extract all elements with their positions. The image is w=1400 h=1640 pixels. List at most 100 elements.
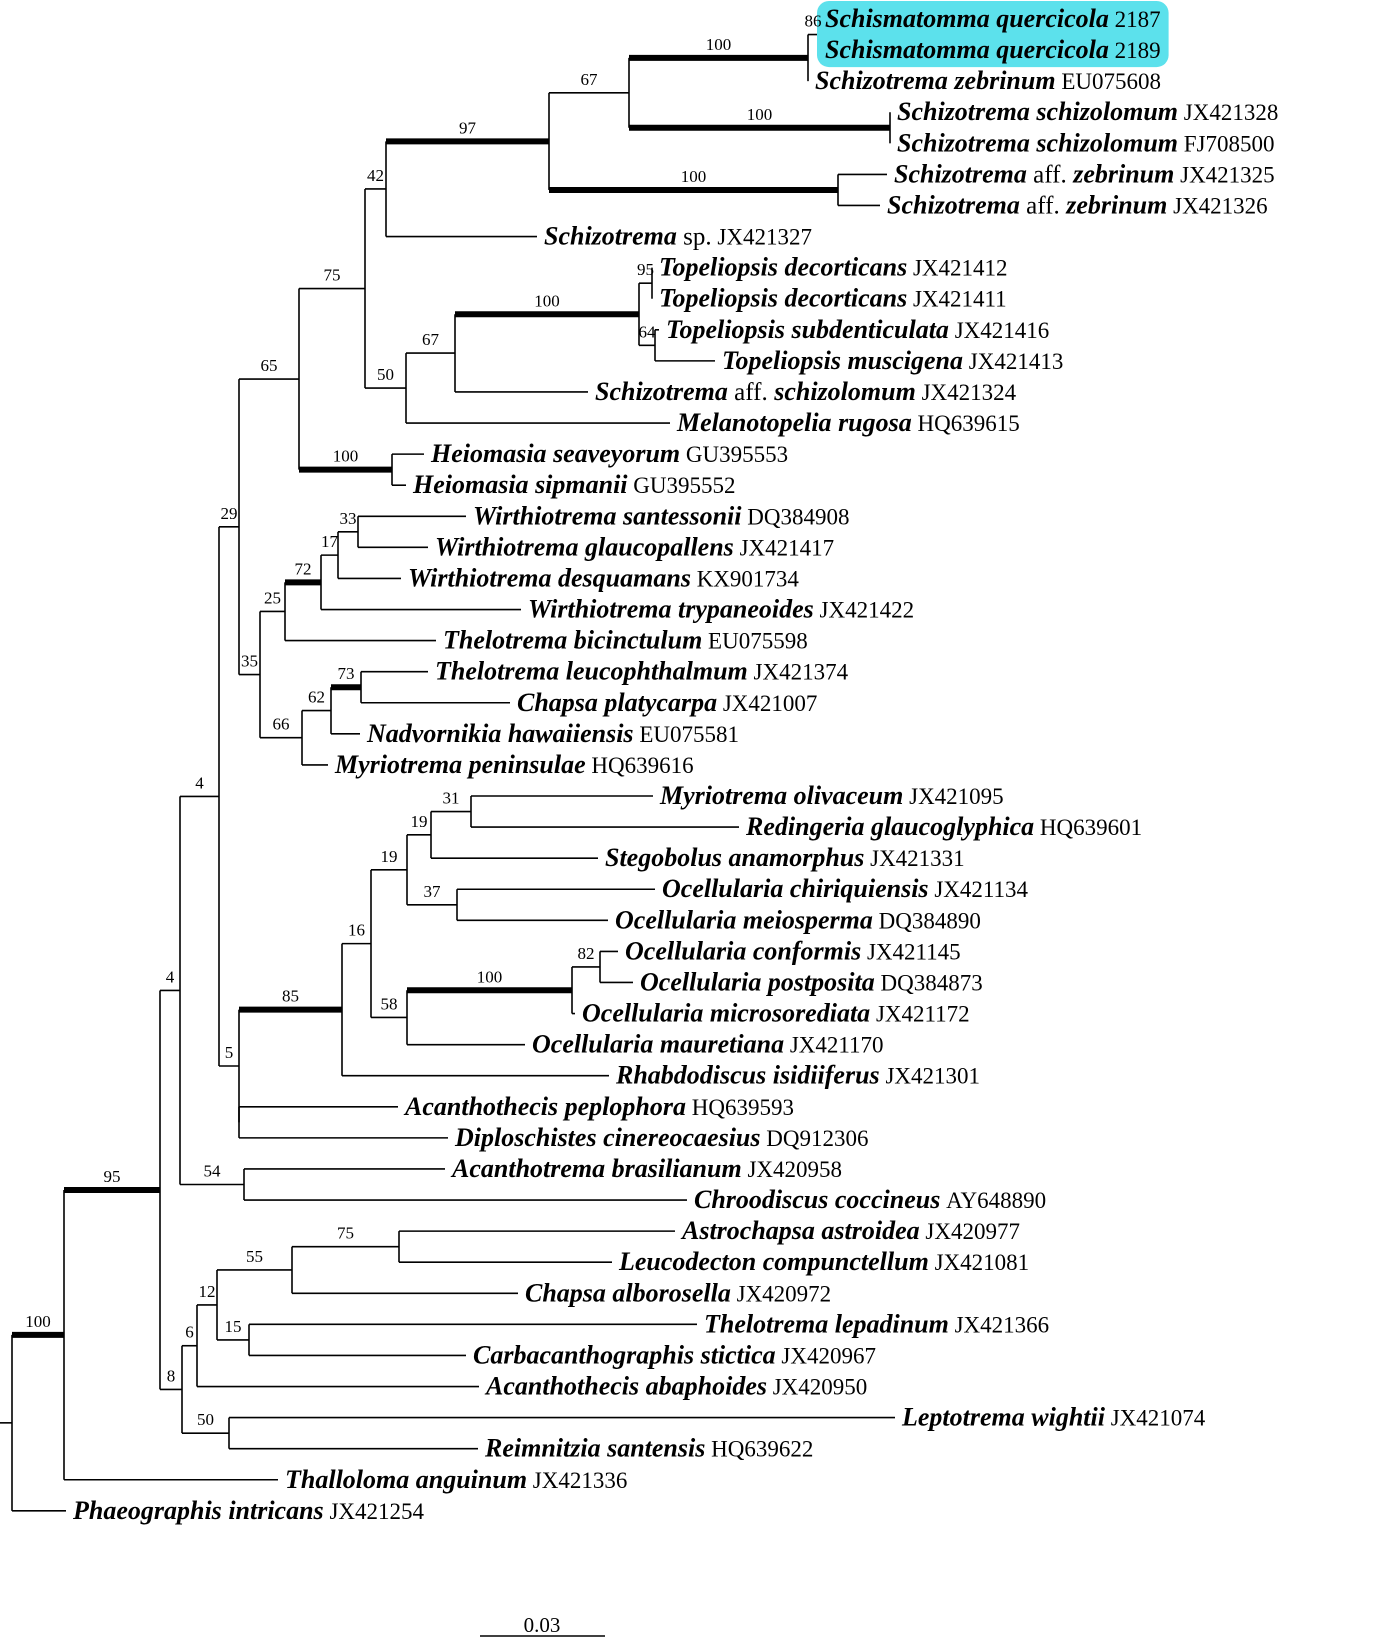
taxon-epithet: glaucopallens [579,532,734,561]
taxon-accession: JX421331 [864,846,964,871]
support-value: 12 [199,1282,216,1301]
taxon-genus: Ocellularia [615,905,736,934]
taxon-genus: Ocellularia [582,999,703,1028]
taxon-epithet: mauretiana [653,1030,784,1059]
taxon-accession: JX421301 [880,1064,980,1089]
taxon-genus: Heiomasia [412,470,529,499]
support-value: 95 [104,1167,121,1186]
taxon-label: Nadvornikia hawaiiensis EU075581 [366,719,739,748]
taxon-epithet: zebrinum [948,66,1056,95]
taxon-epithet: abaphoides [639,1372,767,1401]
taxon-epithet: cinereocaesius [597,1123,761,1152]
taxon-epithet: muscigena [841,346,963,375]
taxon-label: Phaeographis intricans JX421254 [72,1496,424,1525]
taxon-accession: JX421145 [861,939,960,964]
taxon-epithet: meiosperma [736,905,873,934]
support-value: 82 [578,944,595,963]
support-value: 29 [221,504,238,523]
support-value: 8 [167,1366,176,1385]
taxon-genus: Nadvornikia [366,719,501,748]
taxon-accession: HQ639593 [686,1095,794,1120]
taxon-label: Thelotrema lepadinum JX421366 [704,1309,1049,1338]
taxon-label: Thelotrema bicinctulum EU075598 [443,626,808,655]
taxon-genus: Schizotrema [897,97,1030,126]
taxon-genus: Thelotrema [443,626,567,655]
taxon-accession: JX420972 [731,1281,831,1306]
support-value: 31 [443,789,460,808]
taxon-epithet: glaucoglyphica [864,812,1034,841]
taxon-epithet: sipmanii [529,470,629,499]
tip-labels: Schismatomma quercicola 2187Schismatomma… [72,4,1278,1525]
taxon-label: Acanthothecis abaphoides JX420950 [484,1372,867,1401]
taxon-accession: JX421417 [734,535,834,560]
taxon-genus: Schizotrema [544,222,677,251]
taxon-accession: JX421336 [527,1468,627,1493]
taxon-accession: KX901734 [691,566,799,591]
taxon-label: Myriotrema peninsulae HQ639616 [334,750,694,779]
support-value: 100 [333,447,359,466]
taxon-accession: JX421134 [929,877,1029,902]
taxon-genus: Acanthotrema [450,1154,605,1183]
taxon-label: Schizotrema schizolomum FJ708500 [897,128,1275,157]
taxon-accession: JX421172 [870,1002,969,1027]
taxon-genus: Wirthiotrema [408,563,552,592]
support-value: 5 [225,1043,234,1062]
taxon-epithet: chiriquiensis [783,874,928,903]
taxon-epithet: santessonii [617,501,743,530]
taxon-epithet: brasilianum [605,1154,742,1183]
taxon-genus: Wirthiotrema [435,532,579,561]
taxon-label: Melanotopelia rugosa HQ639615 [676,408,1020,437]
taxon-epithet: quercicola [990,35,1109,64]
taxon-epithet: desquamans [552,563,691,592]
taxon-epithet: wightii [1025,1403,1106,1432]
support-value: 62 [308,688,325,707]
support-value: 15 [225,1317,242,1336]
taxon-qualifier: aff. [1027,161,1067,188]
taxon-epithet: stictica [694,1340,776,1369]
support-value: 64 [639,322,657,341]
taxon-genus: Diploschistes [454,1123,597,1152]
support-value: 100 [747,105,773,124]
taxon-accession: AY648890 [940,1188,1046,1213]
taxon-label: Wirthiotrema trypaneoides JX421422 [528,595,914,624]
taxon-label: Wirthiotrema glaucopallens JX421417 [435,532,834,561]
taxon-accession: FJ708500 [1178,131,1275,156]
taxon-genus: Topeliopsis [722,346,841,375]
taxon-accession: JX421422 [814,598,914,623]
taxon-genus: Leptotrema [901,1403,1025,1432]
support-value: 100 [25,1312,51,1331]
taxon-label: Heiomasia sipmanii GU395552 [412,470,736,499]
taxon-label: Topeliopsis decorticans JX421411 [659,284,1007,313]
taxon-accession: 2189 [1109,38,1161,63]
support-value: 66 [273,715,290,734]
taxon-qualifier: sp. [677,224,712,251]
taxon-label: Schizotrema aff. zebrinum JX421326 [887,190,1268,219]
taxon-epithet: rugosa [832,408,912,437]
support-value: 100 [477,967,503,986]
taxon-accession: HQ639615 [912,411,1020,436]
taxon-epithet: hawaiiensis [501,719,633,748]
taxon-epithet: schizolomum [1030,97,1178,126]
taxon-label: Acanthothecis peplophora HQ639593 [403,1092,794,1121]
taxon-accession: JX421254 [324,1499,425,1524]
taxon-qualifier: aff. [1020,192,1060,219]
taxon-epithet: seaveyorum [547,439,681,468]
taxon-label: Astrochapsa astroidea JX420977 [680,1216,1020,1245]
taxon-genus: Myriotrema [659,781,787,810]
support-value: 95 [637,260,654,279]
taxon-epithet: isidiiferus [766,1061,879,1090]
taxon-label: Leucodecton compunctellum JX421081 [618,1247,1029,1276]
taxon-genus: Stegobolus [605,843,722,872]
taxon-label: Topeliopsis subdenticulata JX421416 [666,315,1049,344]
support-value: 85 [282,987,299,1006]
taxon-genus: Schizotrema [894,159,1027,188]
taxon-accession: JX421324 [916,380,1017,405]
taxon-accession: EU075581 [634,722,739,747]
taxon-accession: EU075598 [702,629,807,654]
support-value: 50 [377,365,394,384]
taxon-accession: EU075608 [1056,69,1161,94]
taxon-genus: Acanthothecis [403,1092,558,1121]
taxon-genus: Schizotrema [897,128,1030,157]
taxon-accession: JX421074 [1105,1406,1206,1431]
taxon-genus: Rhabdodiscus [615,1061,766,1090]
